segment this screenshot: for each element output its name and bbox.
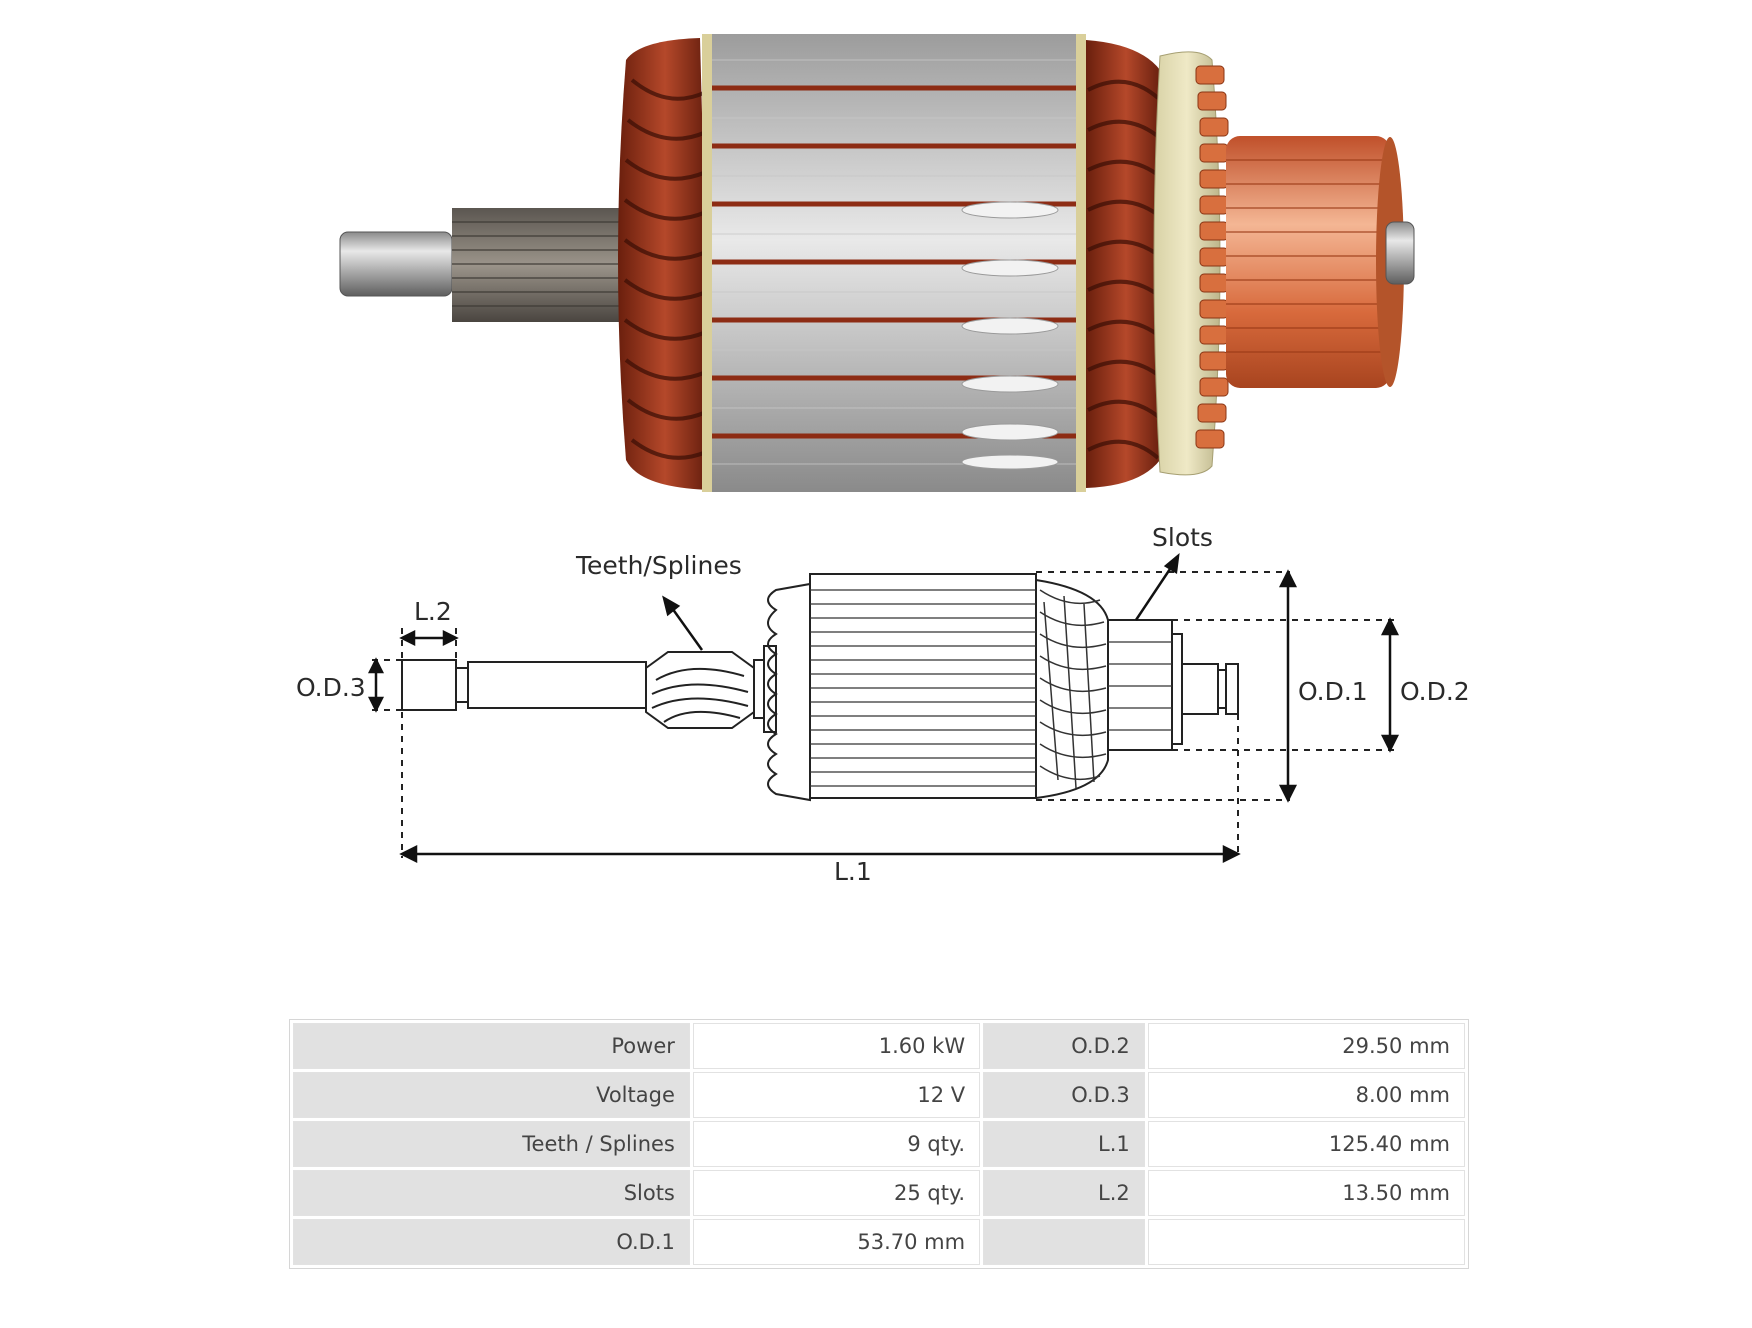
shaft-outline — [467, 661, 647, 709]
od3-label: O.D.3 — [296, 673, 366, 702]
specification-table: Power 1.60 kW O.D.2 29.50 mm Voltage 12 … — [289, 1019, 1469, 1269]
spec-label-od2: O.D.2 — [983, 1023, 1145, 1069]
spec-value-empty — [1147, 1219, 1465, 1265]
table-row: Teeth / Splines 9 qty. L.1 125.40 mm — [293, 1121, 1465, 1167]
spec-label-power: Power — [293, 1023, 690, 1069]
spec-value-od3: 8.00 mm — [1147, 1072, 1465, 1118]
spec-value-slots: 25 qty. — [692, 1170, 981, 1216]
l2-label: L.2 — [414, 597, 452, 626]
l1-label: L.1 — [834, 857, 872, 886]
shaft-tip-outline — [401, 659, 457, 711]
core-outline — [809, 573, 1037, 799]
spec-value-l1: 125.40 mm — [1147, 1121, 1465, 1167]
table-row: O.D.1 53.70 mm — [293, 1219, 1465, 1265]
spec-label-teeth-splines: Teeth / Splines — [293, 1121, 690, 1167]
od1-label: O.D.1 — [1298, 677, 1368, 706]
spec-value-power: 1.60 kW — [692, 1023, 981, 1069]
od2-label: O.D.2 — [1400, 677, 1470, 706]
spec-label-slots: Slots — [293, 1170, 690, 1216]
spec-label-empty — [983, 1219, 1145, 1265]
spec-label-l1: L.1 — [983, 1121, 1145, 1167]
armature-dimension-diagram: Teeth/Splines Slots L.2 O.D.3 O.D.1 O.D.… — [296, 523, 1470, 886]
spec-label-od1: O.D.1 — [293, 1219, 690, 1265]
table-row: Power 1.60 kW O.D.2 29.50 mm — [293, 1023, 1465, 1069]
spec-value-l2: 13.50 mm — [1147, 1170, 1465, 1216]
teeth-splines-label: Teeth/Splines — [575, 551, 742, 580]
spec-value-od1: 53.70 mm — [692, 1219, 981, 1265]
spec-label-l2: L.2 — [983, 1170, 1145, 1216]
spec-value-voltage: 12 V — [692, 1072, 981, 1118]
spec-value-teeth-splines: 9 qty. — [692, 1121, 981, 1167]
table-row: Slots 25 qty. L.2 13.50 mm — [293, 1170, 1465, 1216]
spec-label-od3: O.D.3 — [983, 1072, 1145, 1118]
spec-label-voltage: Voltage — [293, 1072, 690, 1118]
slots-label: Slots — [1152, 523, 1213, 552]
table-row: Voltage 12 V O.D.3 8.00 mm — [293, 1072, 1465, 1118]
spec-value-od2: 29.50 mm — [1147, 1023, 1465, 1069]
armature-photo — [339, 34, 1415, 492]
